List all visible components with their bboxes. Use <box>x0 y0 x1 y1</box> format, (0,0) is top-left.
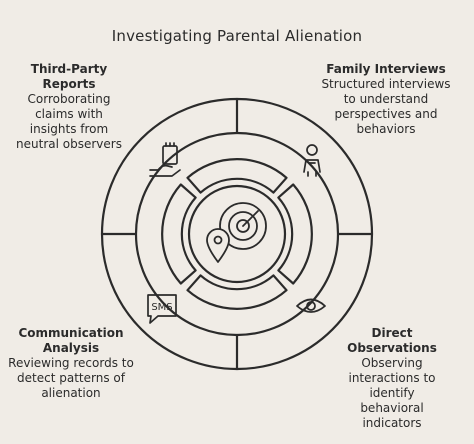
communication-analysis-block: Communication Analysis Reviewing records… <box>8 326 134 401</box>
direct-observations-text: Observing interactions to identify behav… <box>348 356 436 430</box>
sms-icon-label: SMS <box>151 302 172 313</box>
clipboard-hand-icon <box>149 142 181 177</box>
direct-observations-heading: Direct Observations <box>347 326 437 355</box>
segment-bottom <box>186 274 288 310</box>
communication-analysis-text: Reviewing records to detect patterns of … <box>8 356 134 400</box>
diagram-title: Investigating Parental Alienation <box>111 27 363 45</box>
third-party-reports-heading: Third-Party Reports <box>30 62 108 91</box>
communication-analysis-heading: Communication Analysis <box>18 326 124 355</box>
third-party-reports-text: Corroborating claims with insights from … <box>16 92 122 151</box>
sms-icon: SMS <box>147 294 177 324</box>
family-interviews-text: Structured interviews to understand pers… <box>321 77 451 136</box>
person-icon <box>303 144 321 177</box>
family-interviews-heading: Family Interviews <box>326 62 446 76</box>
outer-ring-outline <box>100 97 374 371</box>
eye-icon <box>296 298 326 313</box>
segment-left <box>161 183 197 285</box>
segment-right <box>277 183 313 285</box>
third-party-reports-block: Third-Party Reports Corroborating claims… <box>10 62 128 152</box>
family-interviews-block: Family Interviews Structured interviews … <box>318 62 454 137</box>
radar-location-icon <box>206 202 267 263</box>
direct-observations-block: Direct Observations Observing interactio… <box>336 326 448 431</box>
center-circle <box>187 184 287 284</box>
middle-ring-segments <box>161 158 313 310</box>
segment-top <box>186 158 288 194</box>
